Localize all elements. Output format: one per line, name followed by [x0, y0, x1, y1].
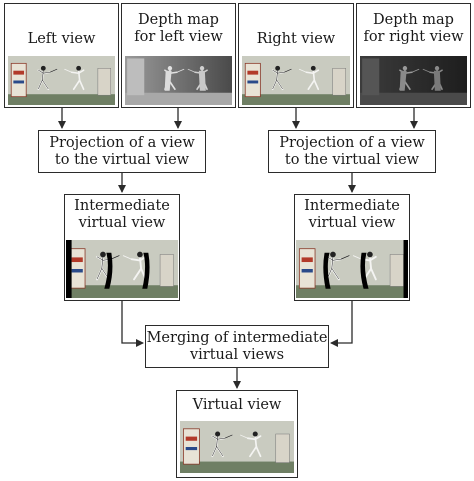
arrow-intermediate-right-to-merging — [330, 301, 353, 347]
right-view-box: Right view — [238, 3, 354, 108]
intermediate-left-image — [66, 240, 178, 298]
right-view-label: Right view — [256, 31, 336, 47]
intermediate-right-image — [296, 240, 408, 298]
right-view-image — [242, 56, 350, 105]
intermediate-right-label: Intermediate virtual view — [304, 198, 400, 231]
depth-map-left-box: Depth map for left view — [121, 3, 236, 108]
virtual-view-box: Virtual view — [176, 390, 298, 478]
left-view-label: Left view — [27, 31, 96, 47]
projection-right-label: Projection of a view to the virtual view — [279, 134, 425, 168]
left-view-image — [8, 56, 115, 105]
depth-map-left-label: Depth map for left view — [134, 12, 223, 45]
depth-map-right-image — [360, 56, 467, 105]
merging-box: Merging of intermediate virtual views — [145, 325, 329, 368]
arrow-intermediate-left-to-merging — [121, 301, 144, 347]
intermediate-left-label: Intermediate virtual view — [74, 198, 170, 231]
virtual-view-image — [180, 421, 294, 473]
projection-left-box: Projection of a view to the virtual view — [38, 130, 206, 173]
intermediate-right-box: Intermediate virtual view — [294, 194, 410, 301]
intermediate-left-box: Intermediate virtual view — [64, 194, 180, 301]
depth-map-right-box: Depth map for right view — [356, 3, 471, 108]
depth-map-right-label: Depth map for right view — [363, 12, 464, 45]
merging-label: Merging of intermediate virtual views — [146, 329, 328, 363]
projection-right-box: Projection of a view to the virtual view — [268, 130, 436, 173]
projection-left-label: Projection of a view to the virtual view — [49, 134, 195, 168]
left-view-box: Left view — [4, 3, 119, 108]
virtual-view-label: Virtual view — [192, 397, 282, 413]
depth-map-left-image — [125, 56, 232, 105]
